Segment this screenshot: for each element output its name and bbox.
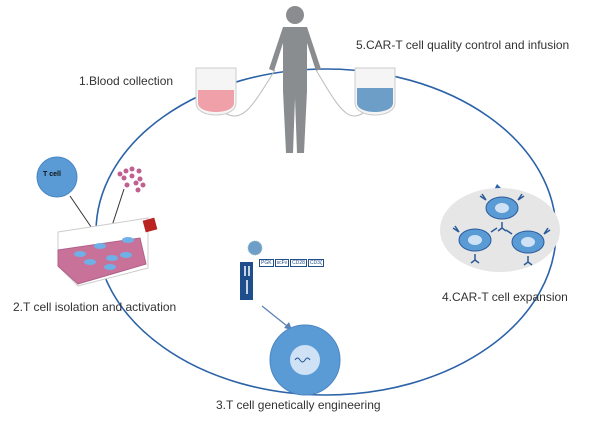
car-receptor-icons <box>452 193 551 266</box>
construct-segment: scFv <box>274 259 290 267</box>
t-cell-icon <box>36 156 78 198</box>
cytokines-icon <box>117 166 146 193</box>
car-construct: PGK scFv CD28 CD3ζ <box>259 259 325 267</box>
car-t-bag-icon <box>354 67 396 116</box>
construct-segment: PGK <box>259 259 274 267</box>
human-silhouette-icon <box>269 6 321 153</box>
step-4-label: 4.CAR-T cell expansion <box>442 290 568 304</box>
construct-segment: CD28 <box>290 259 307 267</box>
step-2-label: 2.T cell isolation and activation <box>13 300 177 314</box>
culture-flask-icon <box>57 217 158 287</box>
t-cell-label: T cell <box>43 171 61 178</box>
virus-icon <box>247 240 263 256</box>
construct-segment: CD3ζ <box>307 259 325 267</box>
step-3-label: 3.T cell genetically engineering <box>216 398 381 412</box>
blood-bag-icon <box>195 67 237 116</box>
step-5-label: 5.CAR-T cell quality control and infusio… <box>356 38 570 52</box>
step-1-label: 1.Blood collection <box>79 74 174 88</box>
